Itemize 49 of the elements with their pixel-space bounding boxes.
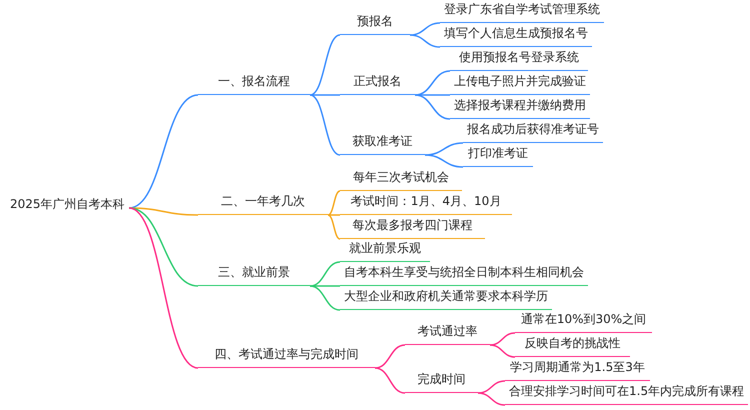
topic-label: 登录广东省自学考试管理系统 (440, 1, 604, 23)
topic-label: 完成时间 (405, 371, 478, 393)
root-topic: 2025年广州自考本科 (6, 196, 129, 218)
topic-label: 使用预报名号登录系统 (450, 49, 588, 71)
topic-label: 就业前景乐观 (340, 240, 430, 262)
branch-connector (374, 344, 406, 369)
topic-label: 反映自考的挑战性 (515, 335, 630, 357)
branch-connector (410, 22, 440, 36)
branch-connector (410, 34, 440, 48)
topic-label: 学习周期通常为1.5至3年 (505, 359, 650, 381)
topic-label: 三、就业前景 (198, 264, 310, 286)
branch-connector (128, 94, 198, 209)
branch-connector (424, 154, 464, 168)
topic-label: 上传电子照片并完成验证 (450, 73, 590, 95)
branch-connector (490, 344, 516, 358)
branch-connector (310, 261, 340, 287)
topic-label: 每年三次考试机会 (340, 169, 462, 191)
topic-label: 预报名 (340, 13, 410, 35)
branch-connector (424, 142, 464, 156)
branch-connector (328, 214, 340, 216)
branch-connector (328, 190, 340, 216)
topic-label: 一、报名流程 (198, 73, 310, 95)
branch-connector (414, 70, 450, 96)
topic-label: 选择报考课程并缴纳费用 (450, 97, 590, 119)
topic-label: 填写个人信息生成预报名号 (440, 25, 592, 47)
branch-connector (310, 94, 340, 156)
branch-connector (310, 34, 340, 96)
topic-label: 每次最多报考四门课程 (340, 217, 485, 239)
branch-connector (328, 214, 340, 240)
topic-label: 自考本科生享受与统招全日制本科生相同机会 (340, 264, 588, 286)
branch-connector (478, 392, 506, 406)
topic-label: 获取准考证 (340, 133, 425, 155)
topic-label: 二、一年考几次 (198, 193, 328, 215)
topic-label: 正式报名 (340, 73, 415, 95)
branch-connector (128, 207, 198, 369)
topic-label: 考试时间：1月、4月、10月 (340, 193, 512, 215)
topic-label: 大型企业和政府机关通常要求本科学历 (340, 288, 552, 310)
branch-connector (310, 285, 340, 311)
branch-connector (478, 380, 506, 394)
topic-label: 考试通过率 (405, 323, 490, 345)
topic-label: 打印准考证 (463, 145, 533, 167)
topic-label: 通常在10%到30%之间 (515, 311, 652, 333)
branch-connector (490, 332, 516, 346)
branch-connector (414, 94, 450, 120)
branch-connector (374, 367, 406, 394)
topic-label: 报名成功后获得准考证号 (463, 121, 603, 143)
topic-label: 合理安排学习时间可在1.5年内完成所有课程 (505, 383, 748, 405)
branch-connector (310, 94, 340, 96)
topic-label: 四、考试通过率与完成时间 (198, 346, 375, 368)
